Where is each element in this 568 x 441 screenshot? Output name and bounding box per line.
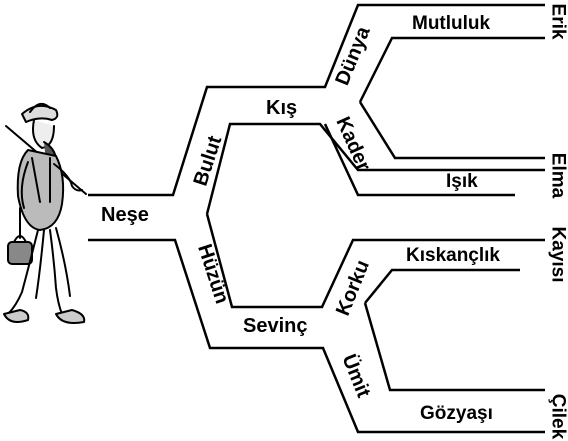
label-kis: Kış bbox=[266, 97, 298, 119]
label-kiskanclik: Kıskançlık bbox=[406, 245, 500, 266]
hiker-icon bbox=[3, 102, 87, 324]
endpoint-kayisi: Kayısı bbox=[547, 226, 568, 283]
label-nese: Neşe bbox=[101, 204, 149, 226]
lower-outer-path bbox=[88, 238, 545, 434]
label-gozyasi: Gözyaşı bbox=[420, 403, 493, 424]
endpoint-cilek: Çilek bbox=[547, 393, 568, 440]
kis-lower-path bbox=[205, 122, 545, 215]
elma-upper-path bbox=[358, 101, 545, 160]
mutluluk-path bbox=[358, 36, 545, 103]
label-isik: Işık bbox=[446, 171, 478, 192]
cilek-path bbox=[363, 302, 545, 392]
endpoint-elma: Elma bbox=[547, 152, 568, 199]
upper-outer-path bbox=[88, 3, 545, 197]
label-sevinc: Sevinç bbox=[243, 315, 308, 337]
label-mutluluk: Mutluluk bbox=[412, 13, 491, 34]
endpoint-erik: Erik bbox=[547, 3, 568, 40]
sevinc-path bbox=[205, 213, 545, 309]
kiskanclik-path bbox=[364, 268, 520, 304]
isik-path bbox=[323, 123, 515, 197]
